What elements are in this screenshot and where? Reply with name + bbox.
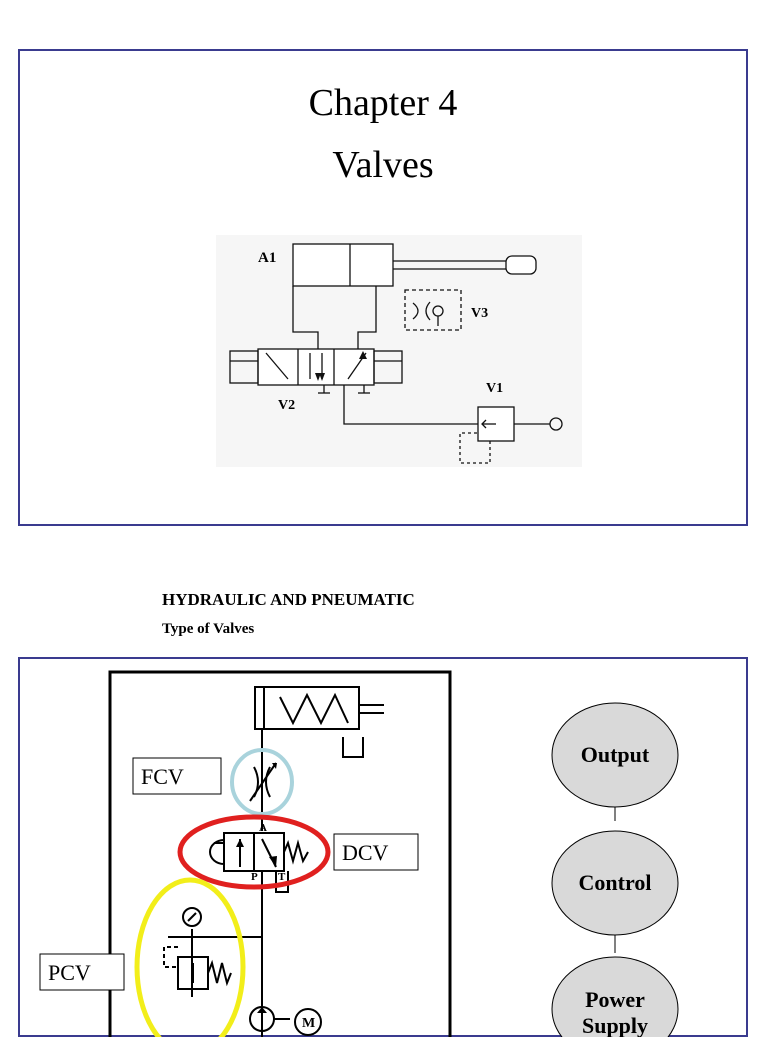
dcv-label: DCV [342,840,389,865]
air-source-icon [549,417,563,431]
label-a1: A1 [258,250,276,266]
valve-v3 [404,289,462,331]
pcv-label-box [39,953,125,991]
cylinder-rod-end [505,255,537,275]
chapter-title: Chapter 4 [308,82,458,124]
label-port-p: P [251,871,258,883]
fcv-label: FCV [141,764,184,789]
dcv-label-box [333,833,419,871]
label-v3: V3 [471,306,488,321]
label-v2: V2 [278,398,295,413]
pcv-highlight [134,877,246,1037]
dcv-highlight [177,814,331,890]
power-supply-label-line2: Supply [582,1013,648,1037]
label-v1: V1 [486,381,503,396]
output-node [551,702,679,808]
power-supply-label-line1: Power [585,987,645,1012]
fcv-label-box [132,757,222,795]
pcv-label: PCV [48,960,91,985]
chapter-subtitle: Valves [332,144,434,186]
slide-type-of-valves: A P T M FCV DCV PCV Output Control Power… [18,657,748,1037]
control-node [551,830,679,936]
power-supply-node [551,956,679,1037]
hydraulic-circuit-diagram: A P T M FCV DCV PCV Output Control Power… [39,670,679,1037]
pneumatic-circuit-diagram: A1 V3 V1 V2 [216,235,582,467]
control-node-label: Control [579,870,652,895]
cylinder-a1 [292,243,394,287]
page-subheader: Type of Valves [162,621,255,637]
label-port-t: T [278,871,286,883]
label-port-a: A [259,822,267,834]
slide-chapter-title: Chapter 4 Valves [18,49,748,526]
page-header: HYDRAULIC AND PNEUMATIC [162,590,415,609]
hydraulic-cylinder [254,686,360,730]
circuit-frame [108,670,452,1037]
output-node-label: Output [581,742,650,767]
fcv-highlight [230,748,294,816]
